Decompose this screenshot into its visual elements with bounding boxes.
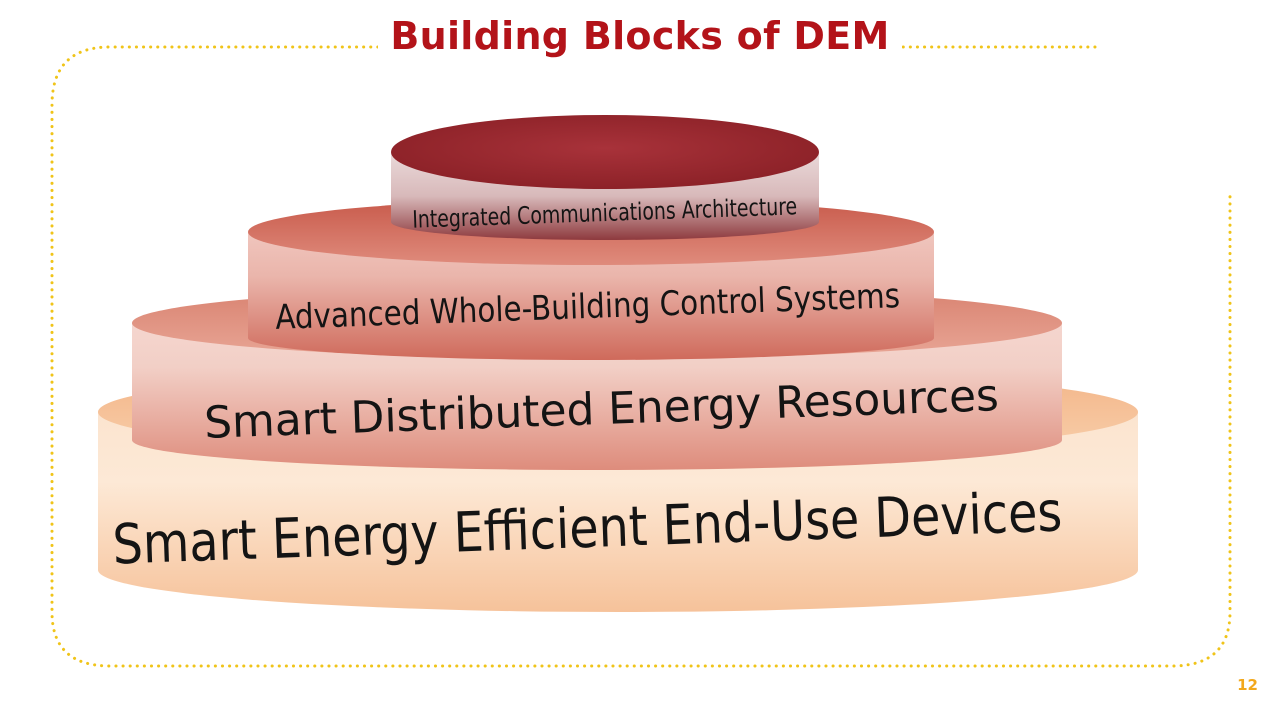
page-number: 12 [1237, 676, 1258, 694]
tier-1-disc: Integrated Communications Architecture [391, 115, 819, 240]
slide-title-text: Building Blocks of DEM [378, 14, 902, 58]
slide-title: Building Blocks of DEM [0, 14, 1280, 58]
